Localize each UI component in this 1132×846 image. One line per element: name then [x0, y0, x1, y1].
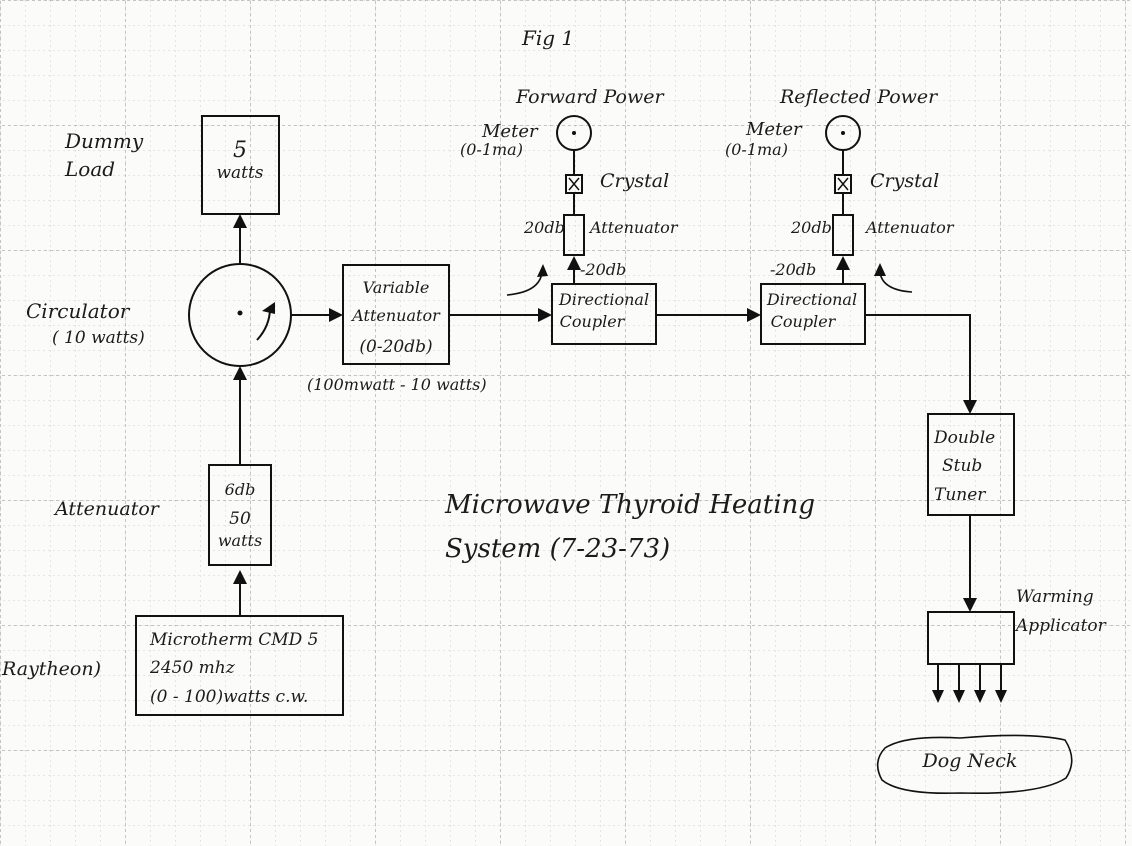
- reflected-coupler-label-2: Coupler: [771, 312, 837, 331]
- forward-power-title: Forward Power: [515, 86, 666, 108]
- forward-coupling-value: -20db: [580, 260, 626, 279]
- forward-pad-label: Attenuator: [588, 218, 679, 237]
- applicator-label: Warming: [1016, 587, 1094, 607]
- reflected-meter-label: Meter: [745, 119, 803, 140]
- tuner-label: Double: [933, 428, 995, 448]
- warming-applicator-box: [927, 611, 1015, 665]
- variable-attenuator-range: (0-20db): [359, 337, 432, 357]
- forward-meter-label: Meter: [481, 121, 539, 142]
- reflected-pad-attenuator: [832, 214, 854, 256]
- arrowhead-to-reflected-coupler: [747, 308, 761, 322]
- forward-pad-value: 20db: [523, 218, 565, 237]
- forward-coupling-direction-arrowhead: [537, 264, 548, 277]
- applicator-label-2: Applicator: [1014, 616, 1107, 636]
- circulator-rotation-arrowhead: [262, 302, 275, 314]
- source-manufacturer: Raytheon): [1, 658, 101, 680]
- arrowhead-to-dummy-load: [233, 214, 247, 228]
- tuner-label-2: Stub: [942, 456, 982, 476]
- variable-attenuator-name: Variable: [363, 278, 430, 297]
- diagram-title-2: System (7-23-73): [445, 534, 670, 564]
- attenuator-6db-unit: watts: [218, 531, 262, 550]
- arrowhead-to-variable-attenuator: [329, 308, 343, 322]
- diagram-title: Microwave Thyroid Heating: [444, 490, 815, 520]
- dummy-load-unit: watts: [216, 163, 263, 183]
- forward-crystal-x-icon: [568, 177, 580, 191]
- attenuator-6db-value: 6db: [225, 480, 256, 499]
- reflected-pad-label: Attenuator: [864, 218, 955, 237]
- arrowhead-to-circulator: [233, 366, 247, 380]
- reflected-coupling-direction-arrowhead: [874, 263, 886, 276]
- source-power-range: (0 - 100)watts c.w.: [150, 687, 308, 707]
- radiation-arrows: [932, 664, 1007, 703]
- source-model: Microtherm CMD 5: [149, 630, 318, 650]
- dog-neck-outline: [876, 734, 1073, 795]
- dummy-load-label: Dummy: [64, 129, 144, 153]
- forward-meter-range: (0-1ma): [460, 140, 523, 159]
- arrowhead-to-forward-coupler: [538, 308, 552, 322]
- variable-attenuator-type: Attenuator: [350, 306, 441, 325]
- reflected-coupled-port-arrowhead: [836, 256, 850, 270]
- dog-neck-label: Dog Neck: [922, 750, 1018, 772]
- forward-coupler-label: Directional: [558, 290, 649, 309]
- source-frequency: 2450 mhz: [149, 658, 236, 678]
- figure-label: Fig 1: [521, 26, 574, 50]
- forward-crystal-label: Crystal: [600, 170, 669, 192]
- dummy-load-box: [201, 115, 280, 215]
- forward-coupler-label-2: Coupler: [560, 312, 626, 331]
- attenuator-6db-label: Attenuator: [53, 498, 161, 520]
- attenuator-6db-power: 50: [229, 509, 251, 529]
- dummy-load-label-2: Load: [64, 157, 115, 181]
- arrowhead-to-attenuator-6db: [233, 570, 247, 584]
- circulator-label: Circulator: [26, 299, 131, 323]
- reflected-coupling-value: -20db: [770, 260, 816, 279]
- reflected-meter-dot: [841, 131, 845, 135]
- reflected-pad-value: 20db: [790, 218, 832, 237]
- circulator-rating: ( 10 watts): [52, 328, 145, 348]
- circulator-center-dot: [237, 310, 243, 316]
- arrowhead-to-tuner: [963, 400, 977, 414]
- reflected-meter-range: (0-1ma): [725, 140, 788, 159]
- reflected-crystal-x-icon: [837, 177, 849, 191]
- reflected-coupler-label: Directional: [766, 290, 857, 309]
- microwave-source-box: [135, 615, 344, 716]
- dummy-load-power: 5: [233, 138, 247, 163]
- variable-attenuator-power-range: (100mwatt - 10 watts): [307, 375, 487, 394]
- forward-coupled-port-arrowhead: [567, 256, 581, 270]
- attenuator-6db-box: [208, 464, 272, 566]
- forward-pad-attenuator: [563, 214, 585, 256]
- reflected-power-title: Reflected Power: [779, 86, 939, 108]
- tuner-label-3: Tuner: [934, 485, 986, 505]
- coupler-to-tuner-line: [865, 314, 971, 404]
- arrowhead-to-applicator: [963, 598, 977, 612]
- reflected-crystal-label: Crystal: [870, 170, 939, 192]
- forward-meter-dot: [572, 131, 576, 135]
